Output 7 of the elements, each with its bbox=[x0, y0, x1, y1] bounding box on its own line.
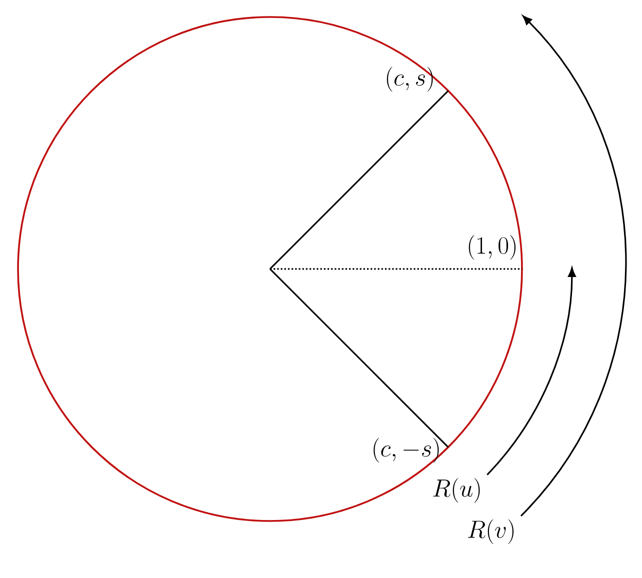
arc-arrow bbox=[486, 268, 576, 476]
point-label: $(c,-s)$ bbox=[374, 438, 439, 463]
point-label: $(c,s)$ bbox=[386, 66, 433, 92]
rotation-label: $R(v)$ bbox=[468, 519, 514, 544]
point-label: $(1,0)$ bbox=[468, 235, 516, 260]
arc-arrow bbox=[520, 15, 627, 517]
rotation-label: $R(u)$ bbox=[433, 478, 480, 503]
